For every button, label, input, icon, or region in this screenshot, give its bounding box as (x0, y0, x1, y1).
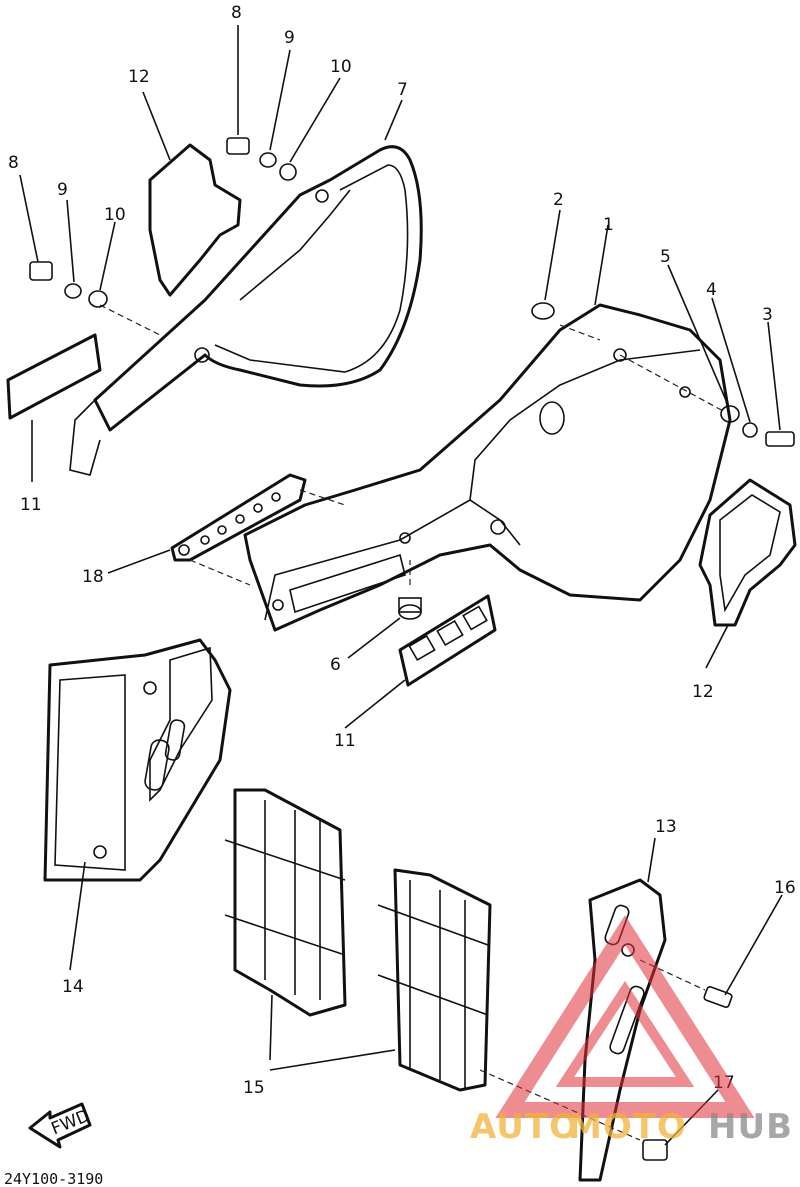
fwd-direction-arrow: FWD (28, 1102, 93, 1149)
callout-15: 15 (243, 1078, 265, 1098)
side-cover-main (243, 303, 732, 632)
side-cover-upper (69, 145, 423, 476)
watermark-moto: MOTO (568, 1107, 687, 1147)
callout-8: 8 (231, 3, 242, 23)
grommet-6 (398, 597, 422, 620)
callout-13: 13 (655, 817, 677, 837)
decal-12-upper (148, 143, 242, 297)
callout-4: 4 (706, 280, 717, 300)
callout-6: 6 (330, 655, 341, 675)
callout-18: 18 (82, 567, 104, 587)
callout-7: 7 (397, 80, 408, 100)
callout-16: 16 (774, 878, 796, 898)
decal-11-lower (398, 594, 497, 687)
callout-11: 11 (20, 495, 42, 515)
fasteners-right (531, 302, 795, 447)
callout-3: 3 (762, 305, 773, 325)
watermark-auto: AUTO (470, 1107, 579, 1147)
watermark-inner-triangle (555, 980, 695, 1087)
diagram-code: 24Y100-3190 (4, 1170, 103, 1187)
callout-9: 9 (284, 28, 295, 48)
leader-lines (19, 25, 783, 1146)
watermark-triangle (495, 915, 755, 1118)
watermark-text: AUTO MOTO HUB (470, 1107, 793, 1147)
callout-14: 14 (62, 977, 84, 997)
callout-1: 1 (603, 215, 614, 235)
callout-11: 11 (334, 731, 356, 751)
fasteners-upper (29, 137, 297, 336)
callout-8: 8 (8, 153, 19, 173)
callout-10: 10 (104, 205, 126, 225)
radiator-cover-14 (43, 638, 232, 882)
watermark-hub: HUB (708, 1107, 793, 1147)
decal-11-upper (6, 333, 102, 420)
callout-12: 12 (692, 682, 714, 702)
callout-2: 2 (553, 190, 564, 210)
radiator-guard-15b (377, 868, 492, 1092)
callout-labels: 8 9 10 7 12 8 9 10 11 2 1 5 4 3 18 12 6 … (8, 3, 796, 1098)
decal-12-right-inner (719, 494, 781, 613)
bolt-17 (479, 1069, 668, 1161)
callout-9: 9 (57, 180, 68, 200)
bracket-18 (170, 473, 346, 586)
decal-12-right (698, 478, 797, 627)
callout-5: 5 (660, 247, 671, 267)
radiator-guard-15a (224, 788, 347, 1017)
callout-10: 10 (330, 57, 352, 77)
callout-12: 12 (128, 67, 150, 87)
watermark-logo (495, 915, 755, 1118)
